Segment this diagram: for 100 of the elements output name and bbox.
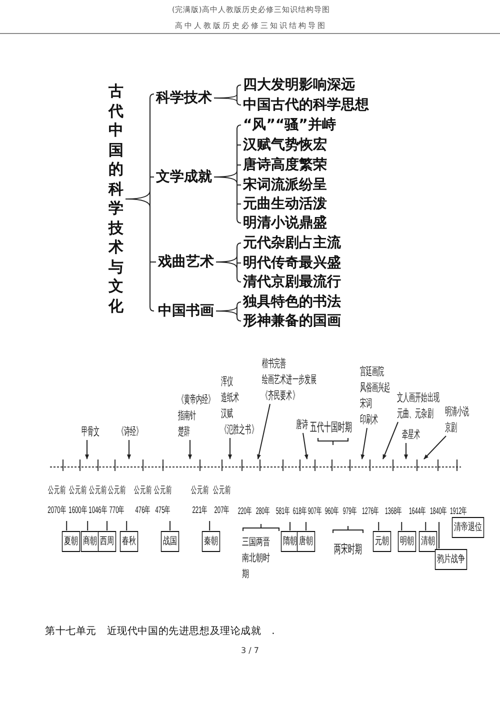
event-label: 《氾胜之书》 — [221, 422, 258, 438]
period-box: 清帝退位 — [452, 516, 484, 538]
date-label: 公元前1046年 — [88, 481, 108, 521]
event-label: 文人画开始出现 — [397, 390, 440, 406]
leader-line — [209, 520, 210, 531]
arrow — [360, 428, 368, 460]
leaf-label: 宋词流派纷呈 — [243, 176, 327, 194]
date-label: 907年 — [308, 505, 322, 519]
period-box: 商朝 — [80, 530, 100, 552]
date-label: 公元前476年 — [133, 484, 153, 518]
period-box: 战国 — [160, 530, 180, 552]
event-label: 唐诗 — [296, 417, 308, 433]
period-box: 秦朝 — [202, 530, 220, 552]
curly-brace — [214, 84, 242, 106]
timeline-axis — [49, 459, 462, 472]
date-label: 公元前221年 — [190, 481, 210, 521]
date-label: 280年 — [256, 505, 270, 519]
leaf-label: 中国古代的科学思想 — [243, 96, 369, 114]
arrow — [257, 404, 270, 460]
curly-brace — [216, 302, 242, 322]
curly-brace — [216, 242, 242, 282]
event-label: 指南针 — [178, 408, 197, 424]
date-label: 公元前1600年 — [68, 481, 88, 521]
arrow — [404, 442, 408, 460]
leader-line — [126, 520, 128, 531]
event-label: 印刷术 — [360, 412, 380, 428]
event-label: 宋词 — [360, 396, 374, 412]
date-label: 960年 — [324, 505, 340, 519]
period-box: 元朝 — [372, 530, 392, 552]
arrow — [127, 440, 131, 460]
leader-line — [401, 522, 402, 531]
leaf-label: 四大发明影响深远 — [243, 76, 355, 94]
event-label: 牵星术 — [402, 427, 420, 443]
leaf-label: 清代京剧最流行 — [243, 274, 341, 290]
leader-line — [378, 522, 380, 531]
leaf-label: “风”“骚”并峙 — [243, 116, 336, 134]
arrow — [85, 440, 89, 460]
curly-brace — [125, 94, 156, 312]
arrow — [228, 438, 232, 460]
date-label: 1368年 — [384, 502, 402, 522]
date-label: 1840年 — [430, 502, 447, 522]
date-label: 1276年 — [362, 502, 379, 522]
event-label: 楷书完善 — [262, 356, 288, 372]
leaf-label: 元曲生动活泼 — [243, 196, 327, 212]
date-label: 220年 — [238, 505, 252, 519]
date-label: 公元前207年 — [212, 484, 232, 518]
leaf-label: 明清小说鼎盛 — [243, 214, 327, 232]
date-label: 1644年 — [408, 502, 426, 522]
event-label: 《诗经》 — [118, 424, 142, 440]
event-label: 《黄帝内经》 — [178, 392, 214, 408]
date-label: 1912年 — [450, 505, 467, 519]
branch-label: 中国书画 — [158, 302, 214, 320]
arrow — [382, 422, 398, 460]
leader-line — [438, 522, 440, 549]
event-label: 明清小说 — [445, 404, 470, 420]
period-label: 两宋时期 — [334, 542, 362, 556]
leader-line — [106, 520, 108, 531]
leader-line — [66, 520, 68, 531]
arrow — [188, 440, 192, 460]
period-box: 明朝 — [398, 530, 416, 552]
date-label: 618年 — [292, 502, 308, 522]
leaf-label: 唐诗高度繁荣 — [243, 156, 327, 174]
event-label: 浑仪 — [221, 374, 234, 390]
leader-line — [425, 522, 426, 531]
branch-label: 文学成就 — [156, 168, 212, 186]
leaf-label: 元代杂剧占主流 — [243, 234, 341, 252]
section-heading: 第十七单元 近现代中国的先进思想及理论成就 . — [45, 626, 276, 638]
leaf-label: 汉赋气势恢宏 — [243, 136, 327, 154]
event-label: 元曲、元杂剧 — [397, 406, 434, 422]
date-label: 979年 — [342, 505, 358, 519]
leaf-label: 形神兼备的国画 — [243, 312, 341, 330]
vertical-title: 古代中国的科学技术与文化 — [108, 82, 124, 316]
date-label: 公元前770年 — [107, 481, 127, 521]
leader-line — [87, 520, 88, 531]
event-label: 楚辞 — [178, 424, 191, 440]
date-label: 581年 — [276, 502, 290, 522]
period-box: 隋朝 — [280, 530, 300, 552]
event-label: 造纸术 — [221, 390, 240, 406]
event-label: 绘画艺术进一步发展 — [262, 372, 316, 388]
arrow — [302, 432, 308, 460]
branch-label: 科学技术 — [156, 90, 212, 106]
period-box: 夏朝 — [62, 530, 80, 552]
leaf-label: 独具特色的书法 — [243, 294, 341, 310]
date-label: 公元前475年 — [153, 481, 173, 521]
period-box: 鸦片战争 — [434, 548, 468, 570]
period-box: 清朝 — [418, 530, 438, 552]
event-label: 风俗画兴起 — [360, 380, 390, 396]
period-box: 唐朝 — [296, 530, 316, 552]
curly-brace — [214, 124, 242, 224]
arrow — [424, 436, 446, 460]
event-label: 汉赋 — [221, 406, 234, 422]
period-label: 三国两晋南北朝时期 — [242, 536, 271, 582]
event-label: 《齐民要术》 — [262, 388, 300, 404]
event-label: 京剧 — [445, 420, 458, 436]
event-label: 宫廷画院 — [360, 364, 386, 380]
branch-label: 戏曲艺术 — [158, 254, 214, 270]
period-box: 西周 — [98, 530, 116, 552]
event-label: 甲骨文 — [80, 424, 100, 440]
date-label: 公元前2070年 — [47, 481, 67, 521]
period-box: 春秋 — [120, 530, 138, 552]
